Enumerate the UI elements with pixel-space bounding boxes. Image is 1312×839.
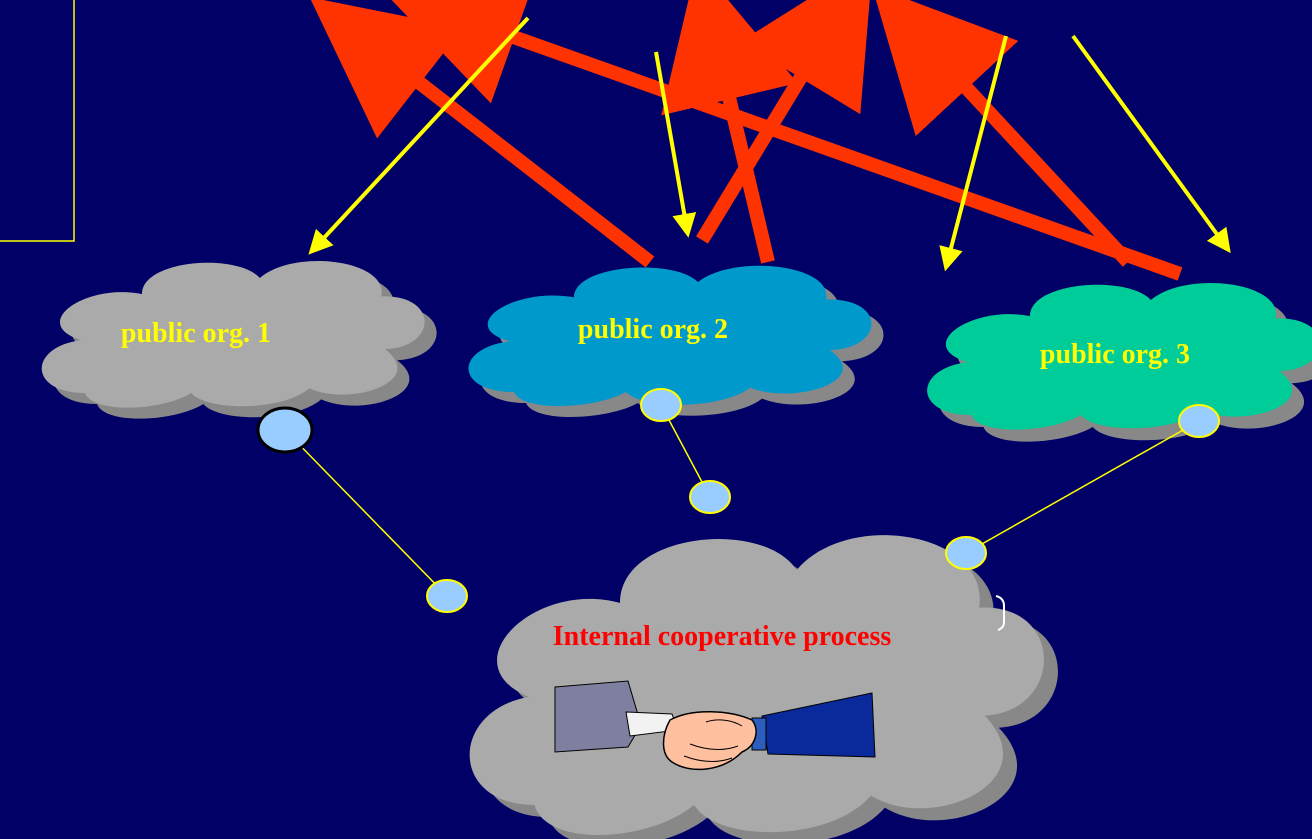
connector-node-org-2 [640, 388, 682, 422]
connector-node-internal-3 [945, 536, 987, 570]
yellow-arrow [1071, 34, 1231, 254]
connector-node-internal-2 [689, 480, 731, 514]
connector-node-org-1 [256, 406, 314, 454]
connector-line [965, 420, 1200, 554]
cloud-public-org-3: public org. 3 [927, 282, 1312, 442]
connector-line [284, 429, 448, 597]
red-arrow [696, 0, 874, 244]
cloud-label-org-2: public org. 2 [578, 314, 728, 345]
cloud-label-org-3: public org. 3 [1040, 339, 1190, 370]
yellow-arrows [308, 16, 1231, 272]
red-arrows [309, 0, 1183, 281]
yellow-arrow [308, 16, 530, 255]
connector-node-org-3 [1178, 404, 1220, 438]
cloud-public-org-1: public org. 1 [41, 260, 437, 419]
frame-line [0, 0, 75, 242]
bracket-mark [995, 595, 1005, 631]
cloud-label-internal: Internal cooperative process [553, 621, 892, 652]
red-arrow [871, 0, 1134, 267]
cloud-internal-process: Internal cooperative process [469, 535, 1058, 839]
yellow-arrow [654, 51, 697, 238]
cloud-public-org-2: public org. 2 [468, 265, 884, 418]
yellow-arrow [939, 35, 1008, 272]
connector-node-internal-1 [426, 579, 468, 613]
red-arrow [382, 0, 1183, 281]
handshake-icon [554, 680, 876, 771]
cloud-label-org-1: public org. 1 [121, 318, 271, 349]
